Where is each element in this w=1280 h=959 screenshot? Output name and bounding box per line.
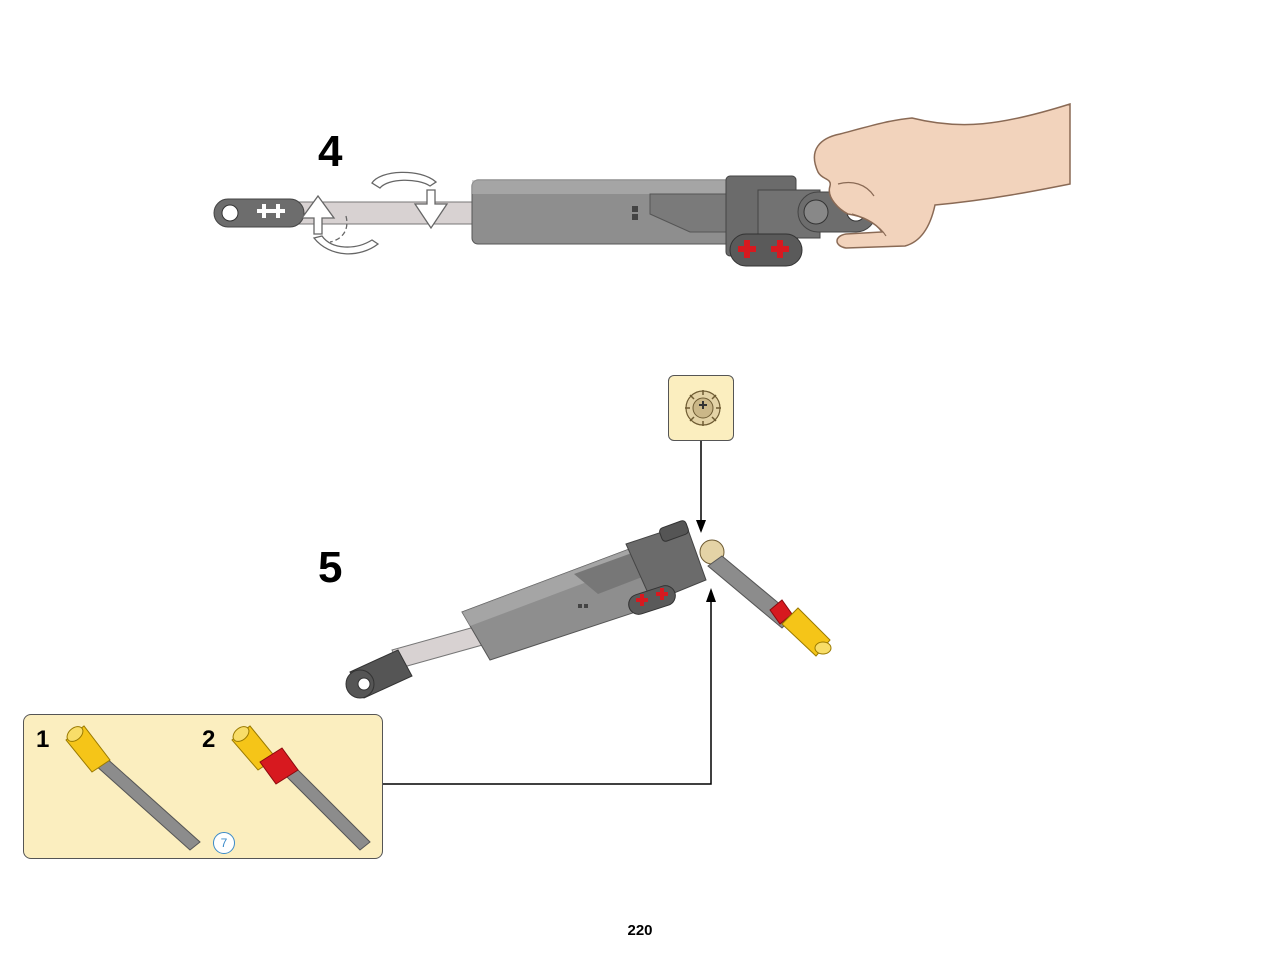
- sub-step-number-1: 1: [36, 726, 50, 753]
- axle-with-extension-1: [65, 725, 201, 851]
- parts-callout: [668, 375, 734, 441]
- step5-actuator: [345, 520, 832, 699]
- sub-step-number-2: 2: [202, 726, 216, 753]
- pointer-arrow-icon: [696, 441, 706, 533]
- step-number-4: 4: [318, 127, 343, 176]
- step-number-5: 5: [318, 543, 343, 592]
- step4-actuator: [213, 175, 877, 267]
- hand-icon: [813, 102, 1071, 249]
- subassembly-connector: [383, 588, 716, 785]
- page-number: 220: [627, 922, 653, 939]
- axle-with-extension-2: [231, 725, 371, 851]
- gear-icon: [685, 390, 721, 426]
- part-quantity-badge: 7: [213, 832, 235, 854]
- rotate-arrows-icon: [300, 171, 449, 255]
